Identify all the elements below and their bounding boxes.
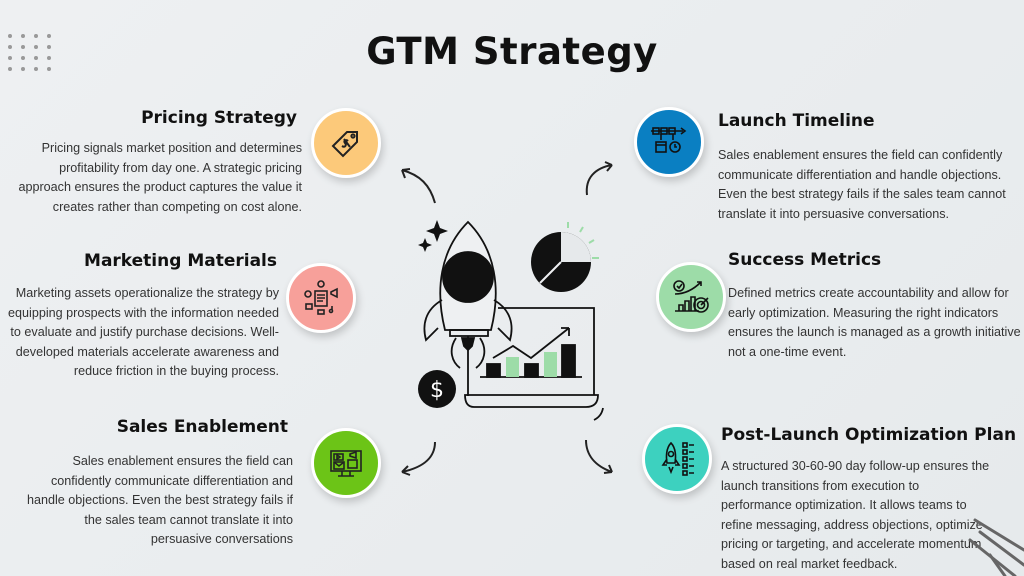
arrow-to-sales-icon — [401, 441, 436, 476]
arrow-to-pricing-icon — [401, 168, 436, 204]
sales-enablement-text: Sales enablement ensures the field can c… — [26, 454, 293, 546]
dollar-coin-icon: $ — [418, 370, 456, 408]
marketing-materials-text: Marketing assets operationalize the stra… — [8, 286, 279, 378]
marketing-materials-heading: Marketing Materials — [84, 251, 277, 271]
laptop-chart-icon — [464, 307, 604, 421]
monitor-media-icon — [311, 428, 381, 498]
pricing-strategy-heading: Pricing Strategy — [141, 108, 297, 128]
sales-enablement-heading: Sales Enablement — [116, 417, 288, 437]
sparkle-icon — [418, 220, 448, 252]
post-launch-text: A structured 30-60-90 day follow-up ensu… — [721, 459, 990, 571]
timeline-calendar-icon — [634, 107, 704, 177]
success-metrics-heading: Success Metrics — [728, 250, 882, 270]
arrow-to-post-launch-icon — [585, 439, 613, 474]
launch-timeline-text: Sales enablement ensures the field can c… — [718, 148, 1006, 221]
price-tag-icon — [311, 108, 381, 178]
rocket-icon — [423, 220, 513, 396]
launch-timeline-heading: Launch Timeline — [718, 111, 875, 131]
pricing-strategy-text: Pricing signals market position and dete… — [18, 141, 302, 214]
arrow-to-launch-icon — [585, 161, 613, 196]
page-title: GTM Strategy — [366, 30, 658, 73]
post-launch-heading: Post-Launch Optimization Plan — [721, 425, 1017, 445]
rocket-checklist-icon — [642, 424, 712, 494]
success-metrics-text: Defined metrics create accountability an… — [728, 286, 1021, 359]
decorative-scribble — [968, 518, 1024, 576]
svg-text:$: $ — [430, 378, 444, 403]
pie-chart-icon — [531, 222, 599, 292]
marketing-content-icon — [286, 263, 356, 333]
decorative-dot-grid — [8, 34, 53, 71]
metrics-target-icon — [656, 262, 726, 332]
central-illustration: $ — [401, 161, 613, 476]
